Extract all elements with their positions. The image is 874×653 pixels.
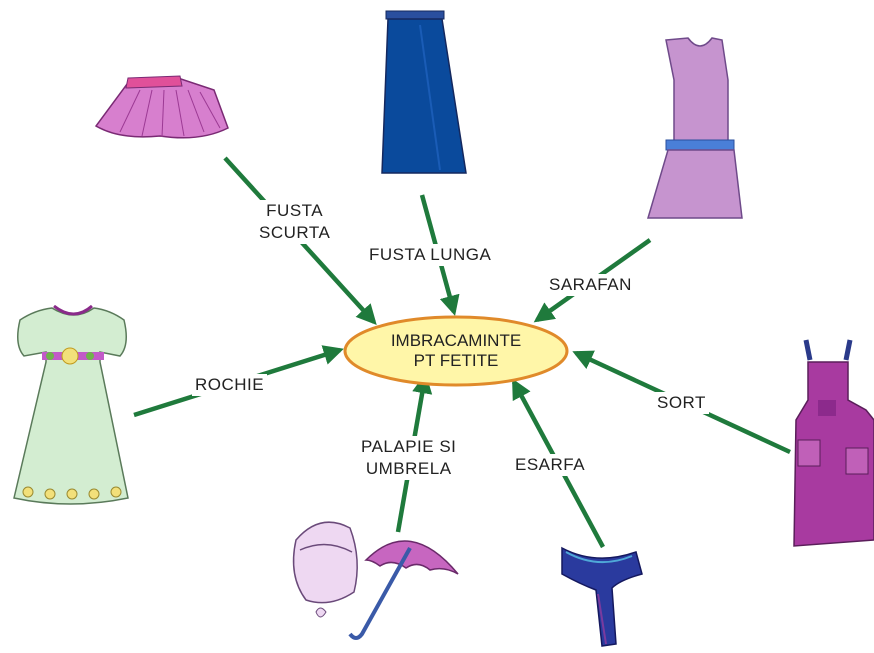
- scarf-image: [562, 548, 642, 646]
- sarafan-image: [648, 38, 742, 218]
- label-fusta-lunga: FUSTA LUNGA: [366, 244, 494, 266]
- long-skirt-image: [382, 11, 466, 173]
- bonnet-umbrella-image: [294, 522, 458, 638]
- label-esarfa: ESARFA: [512, 454, 588, 476]
- label-rochie: ROCHIE: [192, 374, 267, 396]
- apron-image: [794, 340, 874, 546]
- short-skirt-image: [96, 76, 228, 138]
- label-sarafan: SARAFAN: [546, 274, 635, 296]
- label-sort: SORT: [654, 392, 709, 414]
- dress-image: [14, 306, 128, 504]
